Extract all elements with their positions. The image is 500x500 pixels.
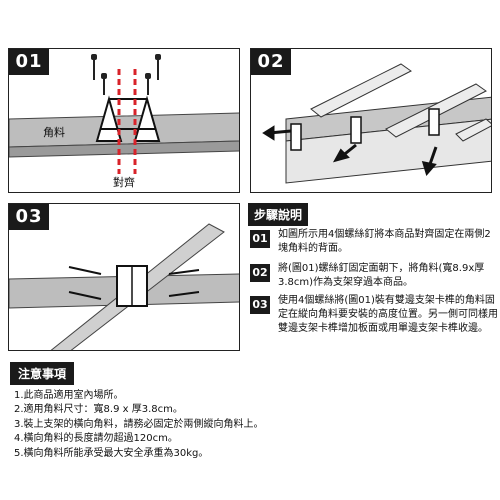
note-item: 1.此商品適用室內場所。	[14, 390, 124, 401]
panel-03: 03	[8, 203, 240, 351]
diagram-03	[9, 223, 239, 350]
panel-01: 01 角料 對齊	[8, 48, 240, 193]
panel-badge-01: 01	[9, 49, 49, 75]
diagram-01	[9, 54, 239, 174]
screw-icon	[91, 54, 161, 95]
step-text: 使用4個螺絲將(圖01)裝有雙邊支架卡榫的角料固定在縱向角料要安裝的高度位置。另…	[278, 295, 498, 334]
panel-badge-02: 02	[251, 49, 291, 75]
steps-title: 步驟說明	[248, 203, 309, 226]
step-number: 01	[250, 230, 270, 248]
step-number: 03	[250, 296, 270, 314]
alignment-lines	[117, 69, 137, 174]
bracket-icon	[428, 108, 440, 136]
diagram-02	[262, 63, 491, 184]
bracket-icon	[350, 116, 362, 144]
step-text: 如圖所示用4個螺絲釘將本商品對齊固定在兩側2塊角料的背面。	[278, 229, 491, 254]
notes-title: 注意事項	[10, 362, 75, 385]
arrow-icon	[262, 125, 438, 177]
label-beam: 角料	[43, 126, 65, 139]
beam-edge	[9, 140, 239, 158]
note-item: 4.橫向角料的長度請勿超過120cm。	[14, 433, 178, 445]
notes-list: 1.此商品適用室內場所。 2.適用角料尺寸：寬8.9 x 厚3.8cm。 3.裝…	[14, 389, 264, 461]
beam-upper	[9, 112, 239, 148]
note-item: 2.適用角料尺寸：寬8.9 x 厚3.8cm。	[14, 404, 183, 416]
screw-icon	[68, 266, 200, 300]
bracket-icon	[290, 123, 302, 151]
note-item: 5.橫向角料所能承受最大安全承重為30kg。	[14, 447, 209, 459]
step-text: 將(圖01)螺絲釘固定面朝下，將角料(寬8.9x厚3.8cm)作為支架穿過本商品…	[278, 263, 485, 288]
panel-02: 02	[250, 48, 492, 193]
step-number: 02	[250, 264, 270, 282]
panel-badge-03: 03	[9, 204, 49, 230]
note-item: 3.裝上支架的橫向角料，請務必固定於兩側縱向角料上。	[14, 418, 264, 430]
bracket-icon	[95, 95, 161, 142]
label-align: 對齊	[113, 176, 135, 189]
